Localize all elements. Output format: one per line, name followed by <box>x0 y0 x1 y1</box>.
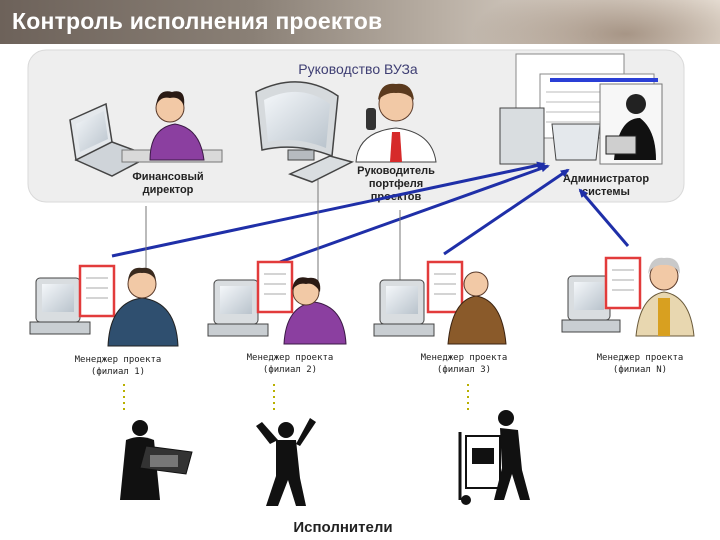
manager-label-2-line1: Менеджер проекта <box>247 353 334 363</box>
manager-label-n-line1: Менеджер проекта <box>597 353 684 363</box>
manager-label-1-line2: (филиал 1) <box>91 367 145 377</box>
manager-label-3-line2: (филиал 3) <box>437 365 491 375</box>
report-highlight <box>258 262 292 312</box>
role-label-admin-line1: Администратор <box>563 173 650 185</box>
branch-3-workstation <box>374 262 506 344</box>
role-label-finance-line1: Финансовый <box>132 171 203 183</box>
manager-label-1-line1: Менеджер проекта <box>75 355 162 365</box>
role-label-finance-line2: директор <box>143 184 194 196</box>
role-label-portfolio-line2: портфеля <box>369 178 423 190</box>
executors-label: Исполнители <box>293 519 392 536</box>
report-highlight <box>80 266 114 316</box>
monitor-icon <box>256 82 338 160</box>
admin-photo <box>600 84 662 164</box>
executor-figure-1 <box>120 420 192 500</box>
branch-1-workstation <box>30 266 178 346</box>
executor-figure-3 <box>460 410 530 505</box>
university-label: Руководство ВУЗа <box>298 61 418 77</box>
dotted-connectors <box>124 384 468 414</box>
report-highlight <box>606 258 640 308</box>
manager-label-2-line2: (филиал 2) <box>263 365 317 375</box>
role-label-portfolio-line1: Руководитель <box>357 165 435 177</box>
report-highlight <box>428 262 462 312</box>
manager-label-3-line1: Менеджер проекта <box>421 353 508 363</box>
executor-figure-2 <box>256 418 316 506</box>
manager-label-n-line2: (филиал N) <box>613 365 667 375</box>
page-title: Контроль исполнения проектов <box>12 8 382 35</box>
role-label-admin-line2: системы <box>582 186 630 198</box>
branch-2-workstation <box>208 262 346 344</box>
branch-n-workstation <box>562 258 694 336</box>
